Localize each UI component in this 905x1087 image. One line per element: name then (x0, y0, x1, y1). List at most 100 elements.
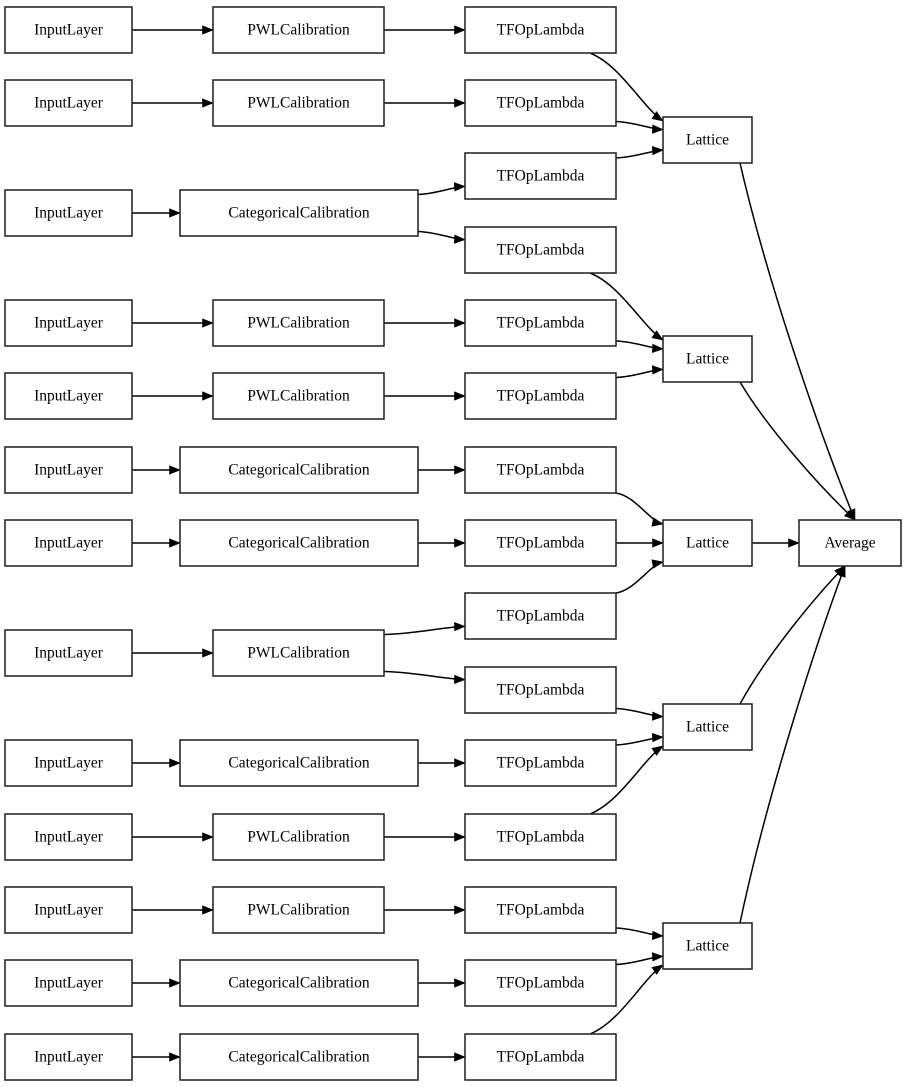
node-box-tfop-lambda[interactable] (464, 152, 617, 200)
node-pwlcalibration[interactable]: PWLCalibration (212, 6, 385, 54)
node-box-lattice[interactable] (662, 703, 753, 751)
arrowhead-input-layer-to-pwlcalibration (202, 648, 214, 658)
node-box-input-layer[interactable] (4, 372, 133, 420)
node-box-pwlcalibration[interactable] (212, 629, 385, 677)
node-categorical-calibration[interactable]: CategoricalCalibration (179, 446, 419, 494)
node-box-tfop-lambda[interactable] (464, 1033, 617, 1081)
node-input-layer[interactable]: InputLayer (4, 372, 133, 420)
node-lattice[interactable]: Lattice (662, 922, 753, 970)
node-input-layer[interactable]: InputLayer (4, 959, 133, 1007)
node-input-layer[interactable]: InputLayer (4, 189, 133, 237)
arrowhead-pwlcalibration-to-tfop-lambda (454, 832, 466, 842)
node-lattice[interactable]: Lattice (662, 116, 753, 164)
node-box-tfop-lambda[interactable] (464, 519, 617, 567)
node-box-tfop-lambda[interactable] (464, 299, 617, 347)
node-pwlcalibration[interactable]: PWLCalibration (212, 372, 385, 420)
node-pwlcalibration[interactable]: PWLCalibration (212, 813, 385, 861)
node-tfop-lambda[interactable]: TFOpLambda (464, 446, 617, 494)
node-tfop-lambda[interactable]: TFOpLambda (464, 226, 617, 274)
node-box-tfop-lambda[interactable] (464, 446, 617, 494)
node-box-tfop-lambda[interactable] (464, 592, 617, 640)
node-pwlcalibration[interactable]: PWLCalibration (212, 299, 385, 347)
node-tfop-lambda[interactable]: TFOpLambda (464, 79, 617, 127)
node-tfop-lambda[interactable]: TFOpLambda (464, 886, 617, 934)
node-box-input-layer[interactable] (4, 813, 133, 861)
node-box-lattice[interactable] (662, 519, 753, 567)
node-box-input-layer[interactable] (4, 189, 133, 237)
node-box-pwlcalibration[interactable] (212, 299, 385, 347)
node-input-layer[interactable]: InputLayer (4, 739, 133, 787)
node-input-layer[interactable]: InputLayer (4, 6, 133, 54)
node-box-lattice[interactable] (662, 335, 753, 383)
node-box-tfop-lambda[interactable] (464, 666, 617, 714)
node-tfop-lambda[interactable]: TFOpLambda (464, 519, 617, 567)
node-box-tfop-lambda[interactable] (464, 6, 617, 54)
node-box-input-layer[interactable] (4, 959, 133, 1007)
node-box-categorical-calibration[interactable] (179, 1033, 419, 1081)
node-input-layer[interactable]: InputLayer (4, 519, 133, 567)
node-box-tfop-lambda[interactable] (464, 79, 617, 127)
node-box-input-layer[interactable] (4, 6, 133, 54)
node-box-tfop-lambda[interactable] (464, 886, 617, 934)
node-tfop-lambda[interactable]: TFOpLambda (464, 152, 617, 200)
node-box-input-layer[interactable] (4, 739, 133, 787)
node-box-average[interactable] (798, 519, 902, 567)
node-box-input-layer[interactable] (4, 79, 133, 127)
node-tfop-lambda[interactable]: TFOpLambda (464, 6, 617, 54)
node-categorical-calibration[interactable]: CategoricalCalibration (179, 189, 419, 237)
node-tfop-lambda[interactable]: TFOpLambda (464, 372, 617, 420)
node-categorical-calibration[interactable]: CategoricalCalibration (179, 1033, 419, 1081)
node-lattice[interactable]: Lattice (662, 335, 753, 383)
node-box-input-layer[interactable] (4, 1033, 133, 1081)
node-box-tfop-lambda[interactable] (464, 739, 617, 787)
node-box-input-layer[interactable] (4, 886, 133, 934)
node-tfop-lambda[interactable]: TFOpLambda (464, 299, 617, 347)
node-categorical-calibration[interactable]: CategoricalCalibration (179, 959, 419, 1007)
node-box-pwlcalibration[interactable] (212, 886, 385, 934)
node-lattice[interactable]: Lattice (662, 519, 753, 567)
node-tfop-lambda[interactable]: TFOpLambda (464, 1033, 617, 1081)
node-box-input-layer[interactable] (4, 299, 133, 347)
node-box-tfop-lambda[interactable] (464, 372, 617, 420)
node-box-input-layer[interactable] (4, 629, 133, 677)
edge-pwlcalibration-to-tfop-lambda (383, 670, 466, 681)
node-tfop-lambda[interactable]: TFOpLambda (464, 813, 617, 861)
node-input-layer[interactable]: InputLayer (4, 813, 133, 861)
node-pwlcalibration[interactable]: PWLCalibration (212, 629, 385, 677)
node-tfop-lambda[interactable]: TFOpLambda (464, 739, 617, 787)
arrowhead-input-layer-to-pwlcalibration (202, 98, 214, 108)
node-box-lattice[interactable] (662, 116, 753, 164)
node-box-pwlcalibration[interactable] (212, 372, 385, 420)
node-box-categorical-calibration[interactable] (179, 959, 419, 1007)
node-label-tfop-lambda: TFOpLambda (497, 902, 585, 919)
node-input-layer[interactable]: InputLayer (4, 446, 133, 494)
node-box-tfop-lambda[interactable] (464, 813, 617, 861)
node-input-layer[interactable]: InputLayer (4, 886, 133, 934)
node-input-layer[interactable]: InputLayer (4, 79, 133, 127)
node-tfop-lambda[interactable]: TFOpLambda (464, 592, 617, 640)
node-box-categorical-calibration[interactable] (179, 446, 419, 494)
node-box-tfop-lambda[interactable] (464, 959, 617, 1007)
node-input-layer[interactable]: InputLayer (4, 299, 133, 347)
node-box-tfop-lambda[interactable] (464, 226, 617, 274)
node-pwlcalibration[interactable]: PWLCalibration (212, 79, 385, 127)
node-box-input-layer[interactable] (4, 446, 133, 494)
node-input-layer[interactable]: InputLayer (4, 629, 133, 677)
node-average[interactable]: Average (798, 519, 902, 567)
node-box-lattice[interactable] (662, 922, 753, 970)
node-box-pwlcalibration[interactable] (212, 813, 385, 861)
node-box-input-layer[interactable] (4, 519, 133, 567)
node-tfop-lambda[interactable]: TFOpLambda (464, 959, 617, 1007)
node-box-pwlcalibration[interactable] (212, 6, 385, 54)
node-pwlcalibration[interactable]: PWLCalibration (212, 886, 385, 934)
node-input-layer[interactable]: InputLayer (4, 1033, 133, 1081)
node-lattice[interactable]: Lattice (662, 703, 753, 751)
node-label-input-layer: InputLayer (34, 388, 104, 405)
node-box-categorical-calibration[interactable] (179, 189, 419, 237)
node-tfop-lambda[interactable]: TFOpLambda (464, 666, 617, 714)
node-categorical-calibration[interactable]: CategoricalCalibration (179, 519, 419, 567)
node-categorical-calibration[interactable]: CategoricalCalibration (179, 739, 419, 787)
node-box-categorical-calibration[interactable] (179, 519, 419, 567)
node-box-pwlcalibration[interactable] (212, 79, 385, 127)
node-box-categorical-calibration[interactable] (179, 739, 419, 787)
